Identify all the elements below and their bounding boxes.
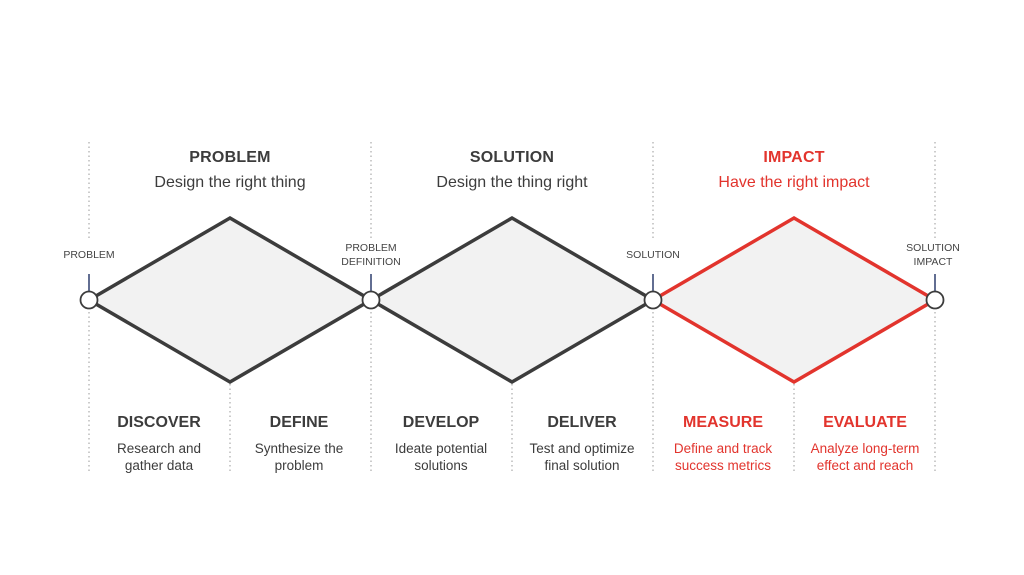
phase-title: SOLUTION <box>469 149 555 166</box>
stage-title: EVALUATE <box>823 414 907 431</box>
stage-title: DEVELOP <box>402 414 480 431</box>
diamond-solution <box>367 215 657 385</box>
junction-circle <box>79 290 99 310</box>
phase-subtitle: Design the right thing <box>154 174 306 191</box>
stage-description: Ideate potential solutions <box>394 441 488 473</box>
stage-description: Analyze long-term effect and reach <box>810 441 920 473</box>
marker-label: SOLUTION <box>626 249 680 261</box>
diamond-impact <box>649 215 939 385</box>
phase-subtitle: Design the thing right <box>436 174 588 191</box>
phase-title: PROBLEM <box>189 149 271 166</box>
phase-subtitle: Have the right impact <box>718 174 870 191</box>
junction-circle <box>643 290 663 310</box>
stage-description: Test and optimize final solution <box>529 441 635 473</box>
stage-description: Synthesize the problem <box>254 441 344 473</box>
junction-circle <box>925 290 945 310</box>
stage-description: Research and gather data <box>116 441 202 473</box>
phase-title: IMPACT <box>763 149 825 166</box>
marker-label: SOLUTION IMPACT <box>906 242 960 268</box>
marker-label: PROBLEM <box>63 249 115 261</box>
stage-title: DELIVER <box>547 414 617 431</box>
stage-description: Define and track success metrics <box>673 441 773 473</box>
diamond-problem <box>85 215 375 385</box>
stage-title: MEASURE <box>682 414 764 431</box>
junction-circle <box>361 290 381 310</box>
marker-label: PROBLEM DEFINITION <box>341 242 401 268</box>
stage-title: DEFINE <box>269 414 329 431</box>
marker-ticks <box>88 274 936 291</box>
guide-lines <box>88 142 936 474</box>
stage-title: DISCOVER <box>117 414 201 431</box>
